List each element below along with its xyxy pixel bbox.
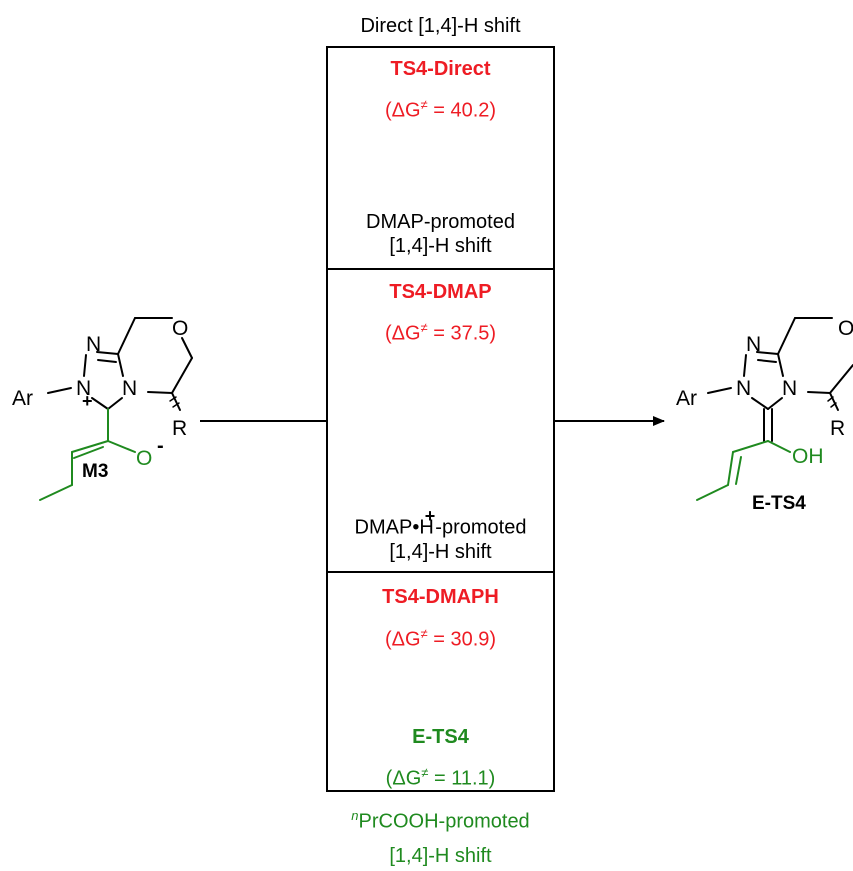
m3-atom-n-ring: N [122,377,138,400]
ets4-atom-ar: Ar [676,387,697,410]
ts4-dmap-label: TS4-DMAP [389,281,492,303]
prcooh-footer: nPrCOOH-promoted [1,4]-H shift [351,808,530,867]
ets4-atom-oh: OH [792,445,824,468]
m3-atom-n-left: N [76,377,92,400]
ets4-atom-o-ring: O [838,317,853,340]
m3-skeleton [47,317,193,411]
ets4-atom-n-top: N [746,333,762,356]
m3-atom-n-top: N [86,333,102,356]
ets4-compound-label: E-TS4 [752,493,806,514]
dmaph-header: DMAP•H+-promoted [1,4]-H shift [354,506,527,563]
ets4-atom-n-ring: N [782,377,798,400]
m3-atom-ar: Ar [12,387,33,410]
m3-atom-o-ring: O [172,317,189,340]
ets4-panel-label: E-TS4 [412,726,469,748]
m3-atom-r: R [172,417,188,440]
m3-enolate [39,408,136,501]
ets4-atom-n-left: N [736,377,752,400]
m3-atom-o-minus: O [136,447,153,470]
direct-header: Direct [1,4]-H shift [360,15,521,37]
ts4-dmaph-label: TS4-DMAPH [382,586,499,608]
ts4-direct-dg: (ΔG≠ = 40.2) [384,97,497,122]
ets4-atom-r: R [830,417,846,440]
ets4-panel-dg: (ΔG≠ = 11.1) [385,765,496,790]
ts4-direct-label: TS4-Direct [390,58,491,80]
dmap-header: DMAP-promoted [1,4]-H shift [366,211,515,257]
pathway-box [326,46,555,792]
ets4-alkene [696,440,791,501]
m3-charge-minus: - [157,435,164,457]
ets4-skeleton [707,317,853,442]
pathway-box-outline [326,46,555,792]
m3-compound-label: M3 [82,461,109,482]
ts4-dmaph-dg: (ΔG≠ = 30.9) [384,626,497,651]
m3-charge-plus: + [82,391,93,411]
ts4-dmap-dg: (ΔG≠ = 37.5) [384,320,497,345]
